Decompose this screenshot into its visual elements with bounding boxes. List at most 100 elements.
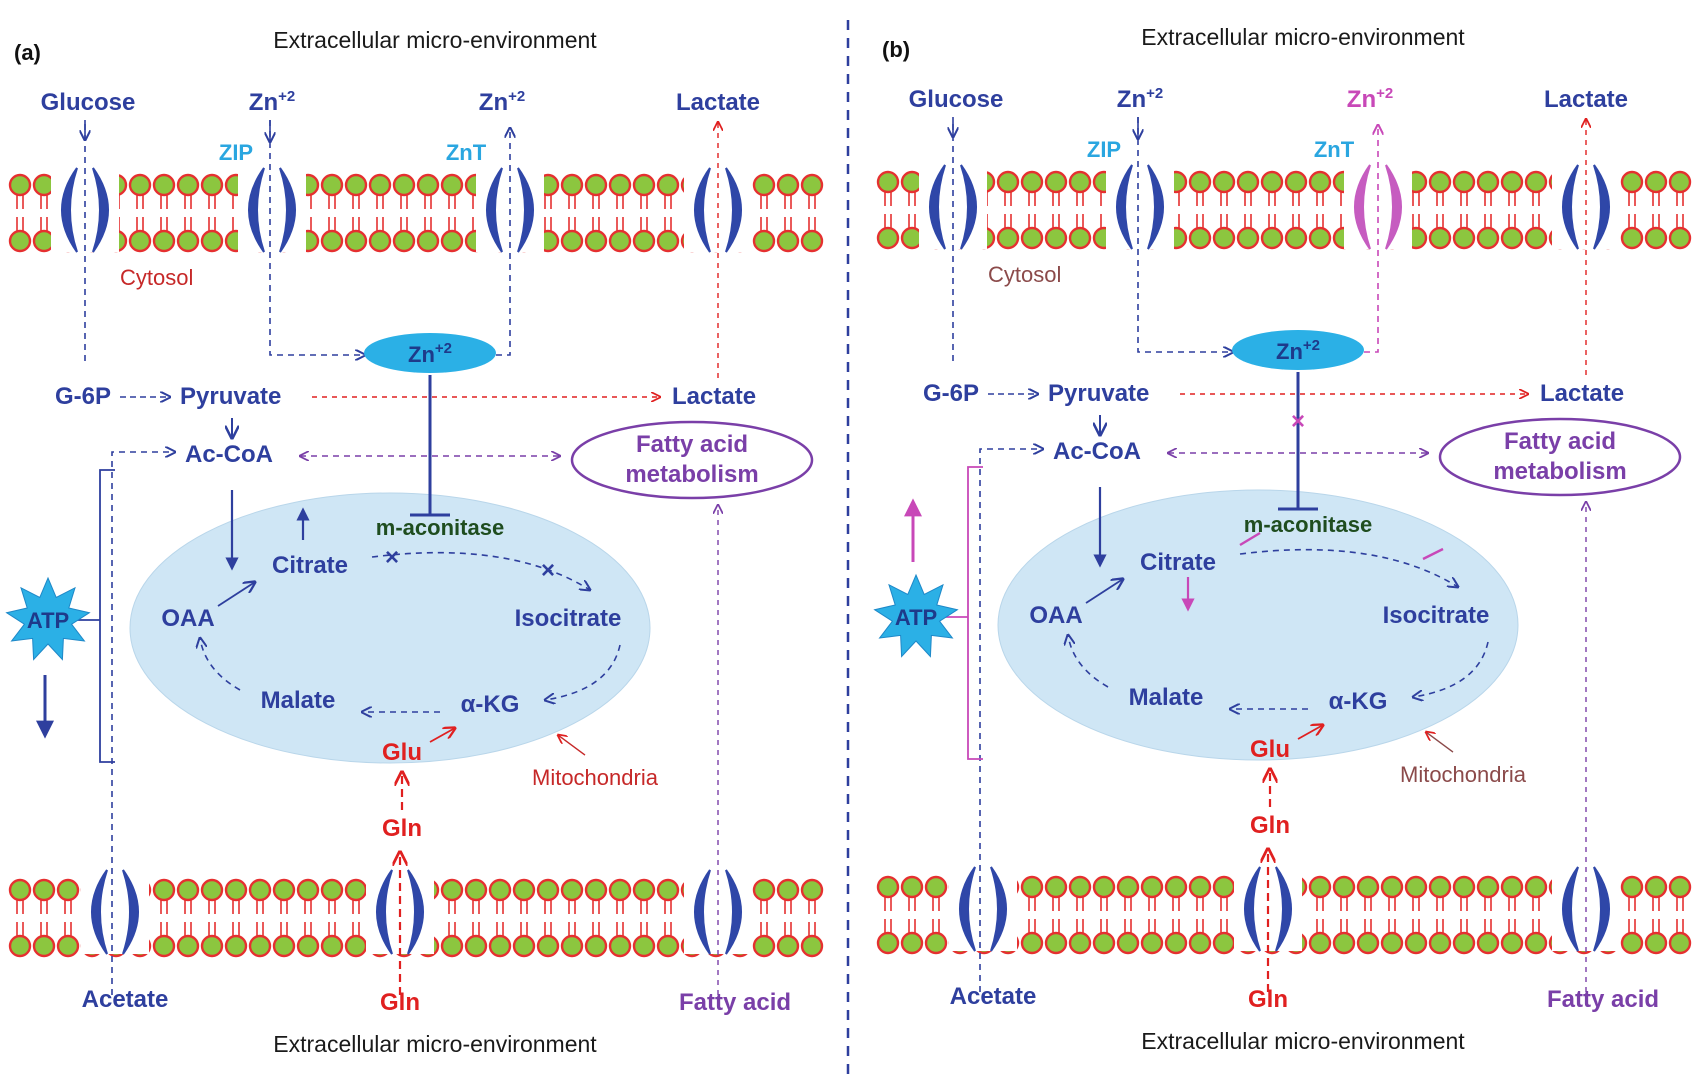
- lipid-head: [1524, 226, 1548, 250]
- isocitrate-to-akg-arrow: [1413, 641, 1489, 697]
- channel-right-half: [517, 167, 534, 253]
- lipid-head: [1524, 875, 1548, 899]
- lipid-head: [876, 931, 900, 955]
- lipid-head: [320, 173, 344, 197]
- znt-label: ZnT: [446, 140, 487, 165]
- lipid-head: [1212, 875, 1236, 899]
- lipid-head: [876, 226, 900, 250]
- lipid-head: [272, 878, 296, 902]
- lipid-head: [1068, 170, 1092, 194]
- lipid-head: [1500, 931, 1524, 955]
- lipid-head: [464, 878, 488, 902]
- lipid-head: [1020, 170, 1044, 194]
- lipid-head: [656, 878, 680, 902]
- aconitase-active-tick-1: [1239, 531, 1261, 547]
- lipid-head: [560, 173, 584, 197]
- zip-label: ZIP: [219, 140, 253, 165]
- zn-export-label: Zn+2: [479, 88, 525, 116]
- mitochondria-pointer: [558, 735, 586, 756]
- lipid-head: [440, 934, 464, 958]
- channel-left-half: [1562, 164, 1579, 250]
- zn-export-label-charge: +2: [508, 88, 525, 105]
- lipid-head: [392, 229, 416, 253]
- glu-label: Glu: [382, 739, 422, 766]
- isocitrate-to-akg-arrow: [545, 644, 621, 700]
- fatty-acid-label: Fatty acid: [679, 989, 791, 1016]
- fatty-acid-metabolism-line1: Fatty acid: [1504, 428, 1616, 455]
- lipid-head: [224, 934, 248, 958]
- fatty-acid-label: Fatty acid: [1547, 986, 1659, 1013]
- lipid-head: [608, 878, 632, 902]
- lipid-head: [56, 934, 80, 958]
- lipid-head: [152, 878, 176, 902]
- lipid-head: [776, 173, 800, 197]
- lipid-head: [56, 878, 80, 902]
- lipid-head: [1212, 226, 1236, 250]
- lipid-head: [512, 934, 536, 958]
- lipid-head: [1308, 170, 1332, 194]
- zip-label: ZIP: [1087, 137, 1121, 162]
- channel-left-half: [248, 167, 265, 253]
- lipid-head: [1644, 170, 1668, 194]
- lipid-head: [488, 934, 512, 958]
- lipid-head: [1620, 170, 1644, 194]
- lipid-head: [1524, 170, 1548, 194]
- lipid-head: [1404, 875, 1428, 899]
- lipid-head: [1452, 226, 1476, 250]
- channel-right-half: [1147, 164, 1164, 250]
- channel-left-half: [1116, 164, 1133, 250]
- lipid-head: [152, 934, 176, 958]
- lipid-head: [344, 173, 368, 197]
- lipid-head: [584, 229, 608, 253]
- channel-right-half: [407, 869, 424, 955]
- lipid-head: [1356, 931, 1380, 955]
- atp-bracket: [99, 469, 115, 763]
- lipid-head: [1212, 170, 1236, 194]
- zn-import-line: [1137, 117, 1233, 352]
- lipid-head: [344, 934, 368, 958]
- lipid-head: [488, 878, 512, 902]
- g6p-label: G-6P: [55, 383, 111, 410]
- lipid-head: [272, 934, 296, 958]
- channel-left-half: [61, 167, 78, 253]
- malate-to-oaa-arrow: [1068, 635, 1109, 688]
- lipid-head: [776, 878, 800, 902]
- lipid-head: [176, 229, 200, 253]
- lipid-head: [1068, 931, 1092, 955]
- lipid-head: [320, 229, 344, 253]
- membrane-bottom: [876, 875, 1692, 955]
- aconitase-active-tick-2: [1422, 547, 1444, 561]
- oaa-to-citrate-arrow: [217, 582, 255, 607]
- lipid-head: [776, 934, 800, 958]
- channel-left-half: [486, 167, 503, 253]
- lipid-head: [416, 173, 440, 197]
- oaa-label: OAA: [161, 605, 214, 632]
- transporter-channel-top: [1552, 164, 1620, 250]
- lipid-head: [248, 878, 272, 902]
- lipid-head: [512, 878, 536, 902]
- channel-right-half: [1593, 866, 1610, 952]
- zn-import-label: Zn+2: [1117, 85, 1163, 113]
- lipid-head: [1644, 226, 1668, 250]
- lipid-head: [1092, 875, 1116, 899]
- citrate-label: Citrate: [1140, 549, 1216, 576]
- lipid-head: [656, 173, 680, 197]
- lipid-head: [1308, 226, 1332, 250]
- zn-import-label-base: Zn: [1117, 86, 1146, 113]
- zn-export-label-base: Zn: [1347, 86, 1376, 113]
- lipid-head: [1140, 931, 1164, 955]
- accoa-label: Ac-CoA: [185, 441, 273, 468]
- zn-cytosol-node: [364, 333, 496, 373]
- lipid-head: [200, 229, 224, 253]
- fatty-acid-metabolism-ellipse: [1438, 417, 1682, 497]
- lipid-head: [560, 934, 584, 958]
- lipid-head: [924, 875, 948, 899]
- lipid-head: [1644, 931, 1668, 955]
- lipid-head: [176, 878, 200, 902]
- zn-export-line: [1353, 125, 1378, 353]
- mitochondrion: [997, 489, 1519, 761]
- lipid-head: [1332, 875, 1356, 899]
- lipid-head: [584, 934, 608, 958]
- isocitrate-label: Isocitrate: [1383, 602, 1490, 629]
